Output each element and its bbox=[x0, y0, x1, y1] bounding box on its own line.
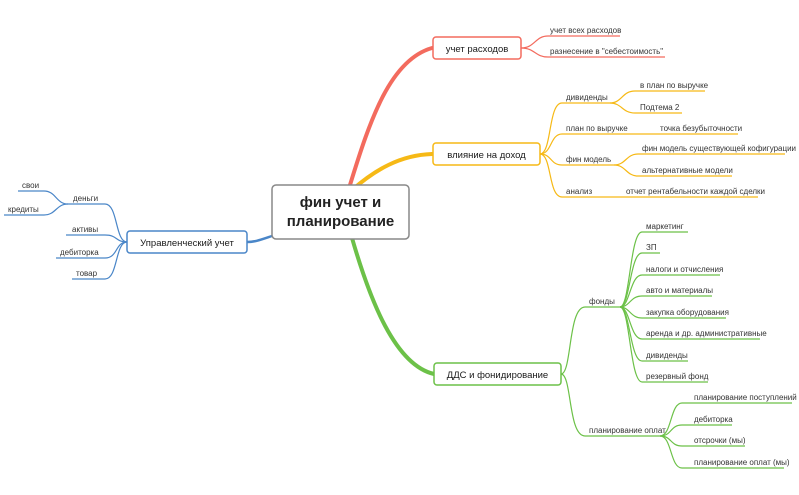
root-title-line1: фин учет и bbox=[300, 194, 382, 211]
fund-marketing: маркетинг bbox=[646, 222, 684, 231]
leaf-all-expenses: учет всех расходов bbox=[550, 26, 621, 35]
income-dividends: дивиденды bbox=[566, 93, 608, 102]
fund-rent-admin: аренда и др. административные bbox=[646, 329, 767, 338]
plan-receivables: дебиторка bbox=[694, 415, 733, 424]
income-label: влияние на доход bbox=[447, 150, 526, 161]
management-goods: товар bbox=[76, 269, 98, 278]
money-credits: кредиты bbox=[8, 205, 39, 214]
income-revenue-plan: план по выручке bbox=[566, 124, 628, 133]
money-own: свои bbox=[22, 181, 39, 190]
connector-root-cashflow bbox=[350, 236, 436, 376]
fund-salary: ЗП bbox=[646, 243, 657, 252]
leaf-breakeven: точка безубыточности bbox=[660, 124, 742, 133]
management-node[interactable] bbox=[126, 230, 248, 254]
expenses-node[interactable] bbox=[432, 36, 522, 60]
fund-reserve: резервный фонд bbox=[646, 372, 709, 381]
fund-auto-materials: авто и материалы bbox=[646, 286, 713, 295]
income-node[interactable] bbox=[432, 142, 541, 166]
plan-payments: планирование оплат (мы) bbox=[694, 458, 790, 467]
fund-taxes: налоги и отчисления bbox=[646, 265, 723, 274]
plan-receipts: планирование поступлений bbox=[694, 393, 797, 402]
expenses-label: учет расходов bbox=[446, 44, 509, 55]
leaf-deal-profitability: отчет рентабельности каждой сделки bbox=[626, 187, 765, 196]
cashflow-node[interactable] bbox=[433, 362, 562, 386]
leaf-subtopic-2: Подтема 2 bbox=[640, 103, 680, 112]
leaf-alternative-models: альтернативные модели bbox=[642, 166, 733, 175]
leaf-revenue-plan-input: в план по выручке bbox=[640, 81, 709, 90]
plan-deferrals: отсрочки (мы) bbox=[694, 436, 746, 445]
leaf-cost-allocation: разнесение в "себестоимость" bbox=[550, 47, 663, 56]
management-receivables: дебиторка bbox=[60, 248, 99, 257]
fund-dividends: дивиденды bbox=[646, 351, 688, 360]
leaf-existing-config-model: фин модель существующей кофигурации bbox=[642, 144, 796, 153]
connector-root-management bbox=[245, 234, 274, 244]
management-money: деньги bbox=[73, 194, 98, 203]
fund-equipment: закупка оборудования bbox=[646, 308, 729, 317]
root-title-line2: планирование bbox=[287, 213, 395, 230]
cashflow-label: ДДС и фонидирование bbox=[447, 370, 548, 381]
management-assets: активы bbox=[72, 225, 98, 234]
income-fin-model: фин модель bbox=[566, 155, 611, 164]
income-analysis: анализ bbox=[566, 187, 592, 196]
cashflow-payment-plan: планирование оплат bbox=[589, 426, 666, 435]
cashflow-funds: фонды bbox=[589, 297, 615, 306]
root-node[interactable] bbox=[271, 184, 410, 240]
connector-root-expenses bbox=[348, 46, 434, 187]
management-label: Управленческий учет bbox=[140, 238, 234, 249]
connector-root-income bbox=[350, 152, 434, 192]
